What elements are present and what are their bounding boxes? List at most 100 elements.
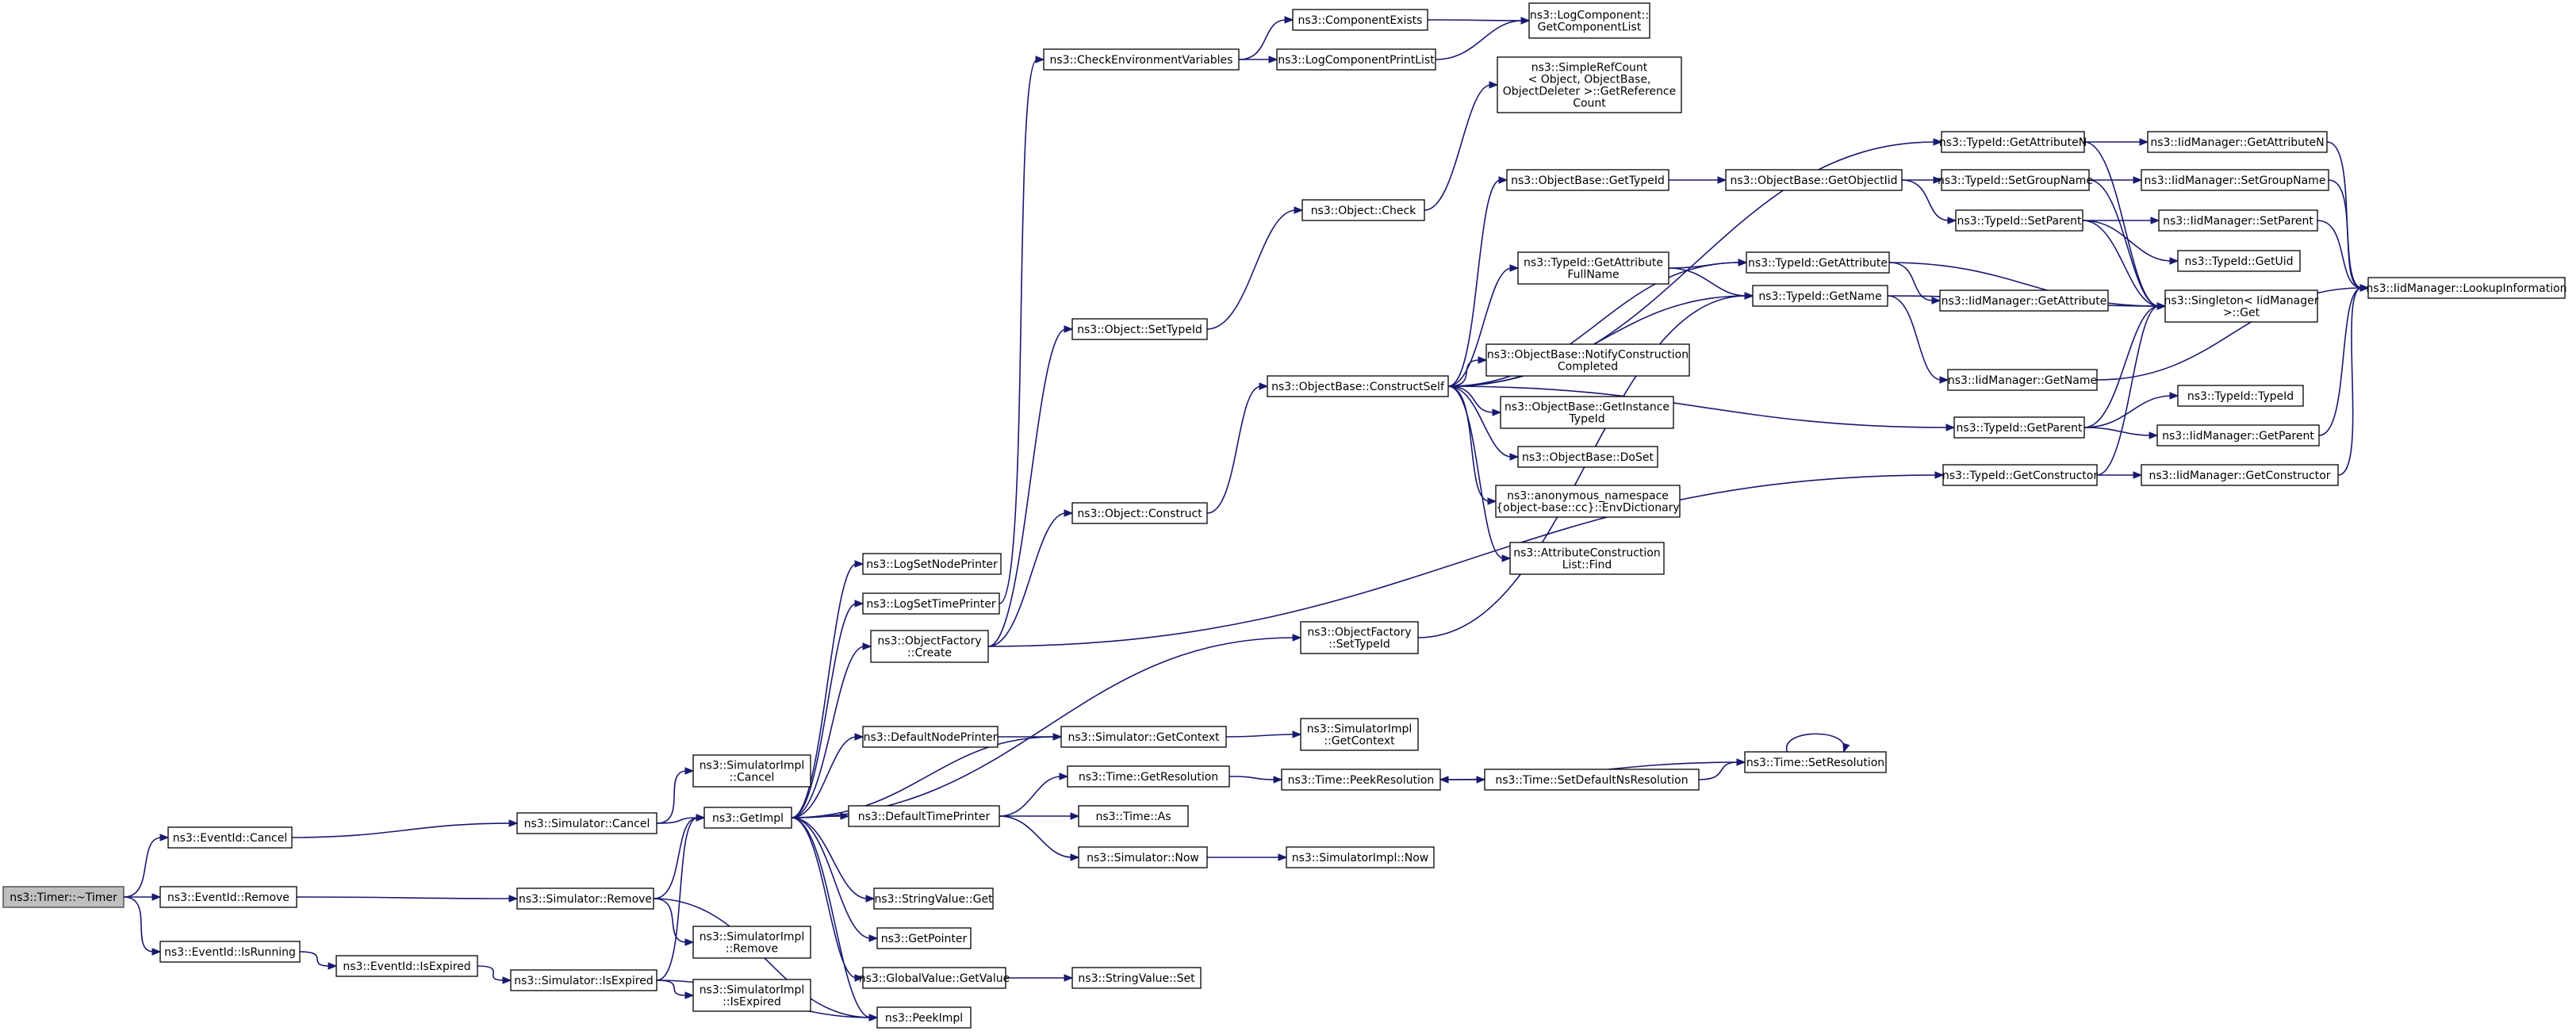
node-objbase-getobjectiid[interactable]: ns3::ObjectBase::GetObjectIid xyxy=(1725,169,1903,191)
node-logsetnodeprinter[interactable]: ns3::LogSetNodePrinter xyxy=(862,553,1002,575)
node-iidmanager-getname[interactable]: ns3::IidManager::GetName xyxy=(1947,369,2098,391)
node-simimpl-now[interactable]: ns3::SimulatorImpl::Now xyxy=(1286,846,1435,868)
edge-getimpl-to-defaultnodeprinter xyxy=(791,733,864,818)
node-simplerefcount[interactable]: ns3::SimpleRefCount< Object, ObjectBase,… xyxy=(1497,56,1682,113)
node-eventid-isrunning[interactable]: ns3::EventId::IsRunning xyxy=(159,941,301,963)
edge-line xyxy=(999,776,1062,817)
node-singleton-get[interactable]: ns3::Singleton< IidManager>::Get xyxy=(2164,289,2319,323)
node-label: ::Create xyxy=(907,647,952,660)
node-simimpl-remove[interactable]: ns3::SimulatorImpl::Remove xyxy=(692,926,811,959)
node-peekimpl[interactable]: ns3::PeekImpl xyxy=(876,1006,972,1029)
edge-line xyxy=(1427,19,1524,21)
edge-arrowhead xyxy=(2156,302,2167,310)
node-getimpl[interactable]: ns3::GetImpl xyxy=(703,807,792,829)
edge-arrowhead xyxy=(854,733,864,741)
node-time-as[interactable]: ns3::Time::As xyxy=(1078,805,1189,827)
edge-line xyxy=(1447,179,1501,387)
node-time-setresolution[interactable]: ns3::Time::SetResolution xyxy=(1744,751,1887,773)
node-eventid-cancel[interactable]: ns3::EventId::Cancel xyxy=(167,826,293,849)
edge-arrowhead xyxy=(2139,138,2149,146)
node-defaulttimeprinter[interactable]: ns3::DefaultTimePrinter xyxy=(848,805,1000,827)
node-label: ns3::TypeId::GetParent xyxy=(1957,422,2083,435)
node-componentexists[interactable]: ns3::ComponentExists xyxy=(1292,9,1428,31)
node-eventid-remove[interactable]: ns3::EventId::Remove xyxy=(159,886,297,908)
node-typeid-getconstructor[interactable]: ns3::TypeId::GetConstructor xyxy=(1942,464,2098,486)
node-timer-dtor[interactable]: ns3::Timer::~Timer xyxy=(2,886,125,908)
node-anon-envdictionary[interactable]: ns3::anonymous_namespace{object-base::cc… xyxy=(1495,485,1681,518)
node-eventid-isexpired[interactable]: ns3::EventId::IsExpired xyxy=(335,955,478,977)
node-label: ns3::TypeId::SetParent xyxy=(1957,215,2082,228)
node-typeid-getparent[interactable]: ns3::TypeId::GetParent xyxy=(1953,416,2085,439)
edge-arrowhead xyxy=(1738,259,1748,266)
node-typeid-typeid[interactable]: ns3::TypeId::TypeId xyxy=(2177,385,2304,407)
node-sim-now[interactable]: ns3::Simulator::Now xyxy=(1078,846,1208,868)
node-typeid-setparent[interactable]: ns3::TypeId::SetParent xyxy=(1955,209,2083,232)
node-simimpl-isexpired[interactable]: ns3::SimulatorImpl::IsExpired xyxy=(692,979,811,1012)
node-label: ns3::Simulator::Remove xyxy=(519,893,652,906)
node-getpointer[interactable]: ns3::GetPointer xyxy=(876,927,972,949)
node-typeid-getname[interactable]: ns3::TypeId::GetName xyxy=(1752,285,1888,307)
node-objbase-gettypeid[interactable]: ns3::ObjectBase::GetTypeId xyxy=(1506,169,1669,191)
node-stringvalue-set[interactable]: ns3::StringValue::Set xyxy=(1071,967,1202,989)
node-objfactory-create[interactable]: ns3::ObjectFactory::Create xyxy=(870,630,989,663)
node-label: ns3::TypeId::GetUid xyxy=(2184,255,2293,268)
edge-line xyxy=(2096,287,2363,381)
node-sim-remove[interactable]: ns3::Simulator::Remove xyxy=(516,887,654,910)
edge-line xyxy=(2083,427,2152,436)
edge-line xyxy=(2088,179,2160,307)
edge-arrowhead xyxy=(1059,772,1069,780)
node-iidmanager-setparent[interactable]: ns3::IidManager::SetParent xyxy=(2158,209,2318,232)
node-simimpl-getcontext[interactable]: ns3::SimulatorImpl::GetContext xyxy=(1300,718,1419,751)
node-typeid-getuid[interactable]: ns3::TypeId::GetUid xyxy=(2177,250,2301,272)
node-iidmanager-getparent[interactable]: ns3::IidManager::GetParent xyxy=(2156,424,2320,447)
edge-getimpl-to-logsetnodeprinter xyxy=(791,560,864,818)
node-globalvalue-getvalue[interactable]: ns3::GlobalValue::GetValue xyxy=(859,967,1010,989)
node-iidmanager-getattribute[interactable]: ns3::IidManager::GetAttribute xyxy=(1939,289,2109,312)
node-box xyxy=(159,886,297,908)
node-logcomponentprintlist[interactable]: ns3::LogComponentPrintList xyxy=(1276,48,1436,71)
edge-objbase-constructself-to-objbase-doset xyxy=(1447,385,1520,461)
edge-arrowhead xyxy=(1489,81,1499,89)
node-checkenvvars[interactable]: ns3::CheckEnvironmentVariables xyxy=(1043,48,1240,71)
node-time-setdefaultnsresolution[interactable]: ns3::Time::SetDefaultNsResolution xyxy=(1484,769,1700,791)
node-object-settypeid[interactable]: ns3::Object::SetTypeId xyxy=(1071,318,1208,340)
node-label: ns3::ObjectBase::GetObjectIid xyxy=(1730,174,1897,187)
node-iidmanager-lookupinformation[interactable]: ns3::IidManager::LookupInformation xyxy=(2366,277,2567,299)
node-sim-getcontext[interactable]: ns3::Simulator::GetContext xyxy=(1060,726,1227,748)
edge-typeid-getconstructor-to-singleton-get xyxy=(2096,302,2167,476)
node-box xyxy=(1746,251,1890,274)
node-object-construct[interactable]: ns3::Object::Construct xyxy=(1071,502,1208,524)
node-objfactory-settypeid[interactable]: ns3::ObjectFactory::SetTypeId xyxy=(1300,621,1419,654)
node-box xyxy=(1506,169,1669,191)
node-stringvalue-get[interactable]: ns3::StringValue::Get xyxy=(873,887,994,910)
node-objbase-constructself[interactable]: ns3::ObjectBase::ConstructSelf xyxy=(1267,375,1449,397)
node-sim-isexpired[interactable]: ns3::Simulator::IsExpired xyxy=(510,969,657,991)
node-typeid-getattribute[interactable]: ns3::TypeId::GetAttribute xyxy=(1746,251,1890,274)
node-logsettimeprinter[interactable]: ns3::LogSetTimePrinter xyxy=(862,592,1000,615)
node-time-peekresolution[interactable]: ns3::Time::PeekResolution xyxy=(1281,769,1441,791)
node-sim-cancel[interactable]: ns3::Simulator::Cancel xyxy=(516,812,657,834)
node-simimpl-cancel[interactable]: ns3::SimulatorImpl::Cancel xyxy=(692,754,811,788)
node-time-getresolution[interactable]: ns3::Time::GetResolution xyxy=(1067,765,1230,788)
node-objbase-doset[interactable]: ns3::ObjectBase::DoSet xyxy=(1517,446,1658,468)
node-logcomponent-getlist[interactable]: ns3::LogComponent::GetComponentList xyxy=(1528,2,1650,39)
node-iidmanager-setgroupname[interactable]: ns3::IidManager::SetGroupName xyxy=(2141,169,2329,191)
node-defaultnodeprinter[interactable]: ns3::DefaultNodePrinter xyxy=(862,726,999,748)
node-objbase-notifyconstruction[interactable]: ns3::ObjectBase::NotifyConstructionCompl… xyxy=(1485,343,1690,377)
edge-line xyxy=(299,951,331,967)
edge-line xyxy=(656,817,699,981)
node-box xyxy=(1281,769,1441,791)
node-label: ns3::Object::SetTypeId xyxy=(1077,324,1202,336)
node-iidmanager-getconstructor[interactable]: ns3::IidManager::GetConstructor xyxy=(2141,464,2339,486)
node-iidmanager-getattributen[interactable]: ns3::IidManager::GetAttributeN xyxy=(2147,131,2328,153)
node-typeid-getattributen[interactable]: ns3::TypeId::GetAttributeN xyxy=(1939,131,2087,153)
node-object-check[interactable]: ns3::Object::Check xyxy=(1301,199,1425,221)
node-box xyxy=(2164,289,2318,323)
node-label: ns3::Object::Check xyxy=(1311,205,1416,217)
node-label: ns3::GetPointer xyxy=(881,933,968,945)
node-typeid-setgroupname[interactable]: ns3::TypeId::SetGroupName xyxy=(1938,169,2093,191)
node-label: >::Get xyxy=(2223,307,2260,320)
